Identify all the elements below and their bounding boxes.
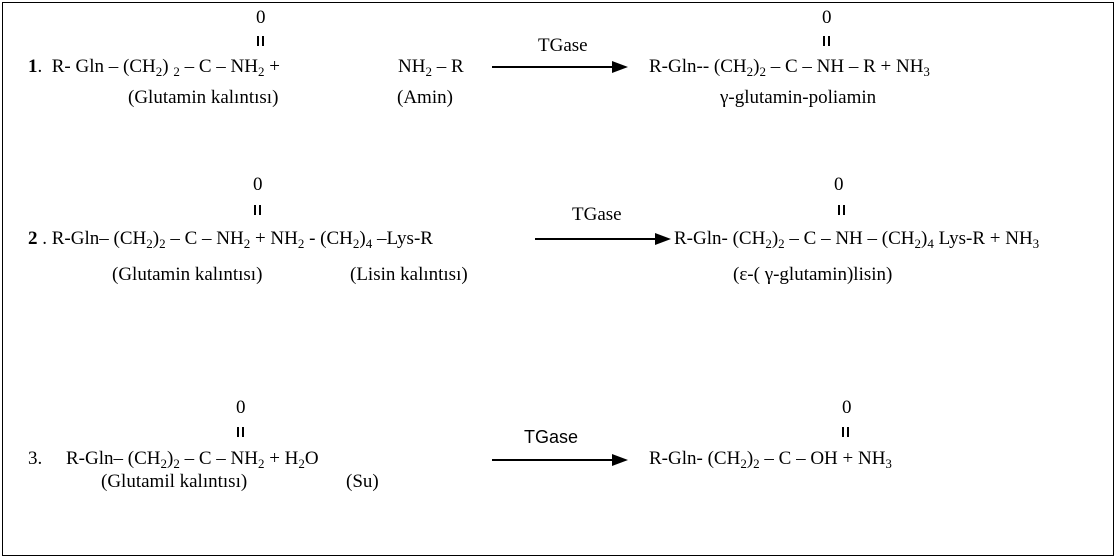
- r1-reactant-label: (Glutamin kalıntısı): [128, 87, 279, 108]
- r1-enzyme-label: TGase: [538, 35, 588, 56]
- r3-reactant-formula: R-Gln– (CH2)2 – C – NH2 + H2O: [66, 448, 319, 471]
- r3-reactant-label: (Glutamil kalıntısı): [101, 471, 248, 492]
- r3-enzyme-label: TGase: [524, 427, 579, 447]
- r3-carbonyl-o-left: 0: [236, 397, 246, 418]
- r3-reaction-arrow: [492, 454, 628, 466]
- r2-double-bond-left: [254, 205, 261, 215]
- r1-reaction-arrow: [492, 61, 628, 73]
- r3-double-bond-left: [237, 427, 244, 437]
- r1-carbonyl-o-left: 0: [256, 7, 266, 28]
- r1-carbonyl-o-right: 0: [822, 7, 832, 28]
- r2-lysine-label: (Lisin kalıntısı): [350, 264, 468, 285]
- r1-amine-label: (Amin): [397, 87, 453, 108]
- r1-product-formula: R-Gln-- (CH2)2 – C – NH – R + NH3: [649, 56, 930, 79]
- r2-product-label: (ε-( γ-glutamin)lisin): [733, 264, 893, 285]
- r3-double-bond-right: [842, 427, 849, 437]
- r2-reaction-arrow: [535, 233, 671, 245]
- r3-carbonyl-o-right: 0: [842, 397, 852, 418]
- r1-product-label: γ-glutamin-poliamin: [720, 87, 877, 108]
- r2-carbonyl-o-right: 0: [834, 174, 844, 195]
- r2-reactant-label: (Glutamin kalıntısı): [112, 264, 263, 285]
- r3-product-formula: R-Gln- (CH2)2 – C – OH + NH3: [649, 448, 892, 471]
- r1-reactant-formula: 1. R- Gln – (CH2) 2 – C – NH2 +: [28, 56, 280, 79]
- r2-product-formula: R-Gln- (CH2)2 – C – NH – (CH2)4 Lys-R + …: [674, 228, 1040, 251]
- r2-enzyme-label: TGase: [572, 204, 622, 225]
- r3-number: 3.: [28, 448, 43, 469]
- r3-water-label: (Su): [346, 471, 379, 492]
- r2-carbonyl-o-left: 0: [253, 174, 263, 195]
- r2-reactant-formula: 2 . R-Gln– (CH2)2 – C – NH2 + NH2 - (CH2…: [28, 228, 433, 251]
- r2-double-bond-right: [838, 205, 845, 215]
- r1-amine-formula: NH2 – R: [398, 56, 464, 79]
- r1-double-bond-left: [257, 36, 264, 46]
- r1-double-bond-right: [823, 36, 830, 46]
